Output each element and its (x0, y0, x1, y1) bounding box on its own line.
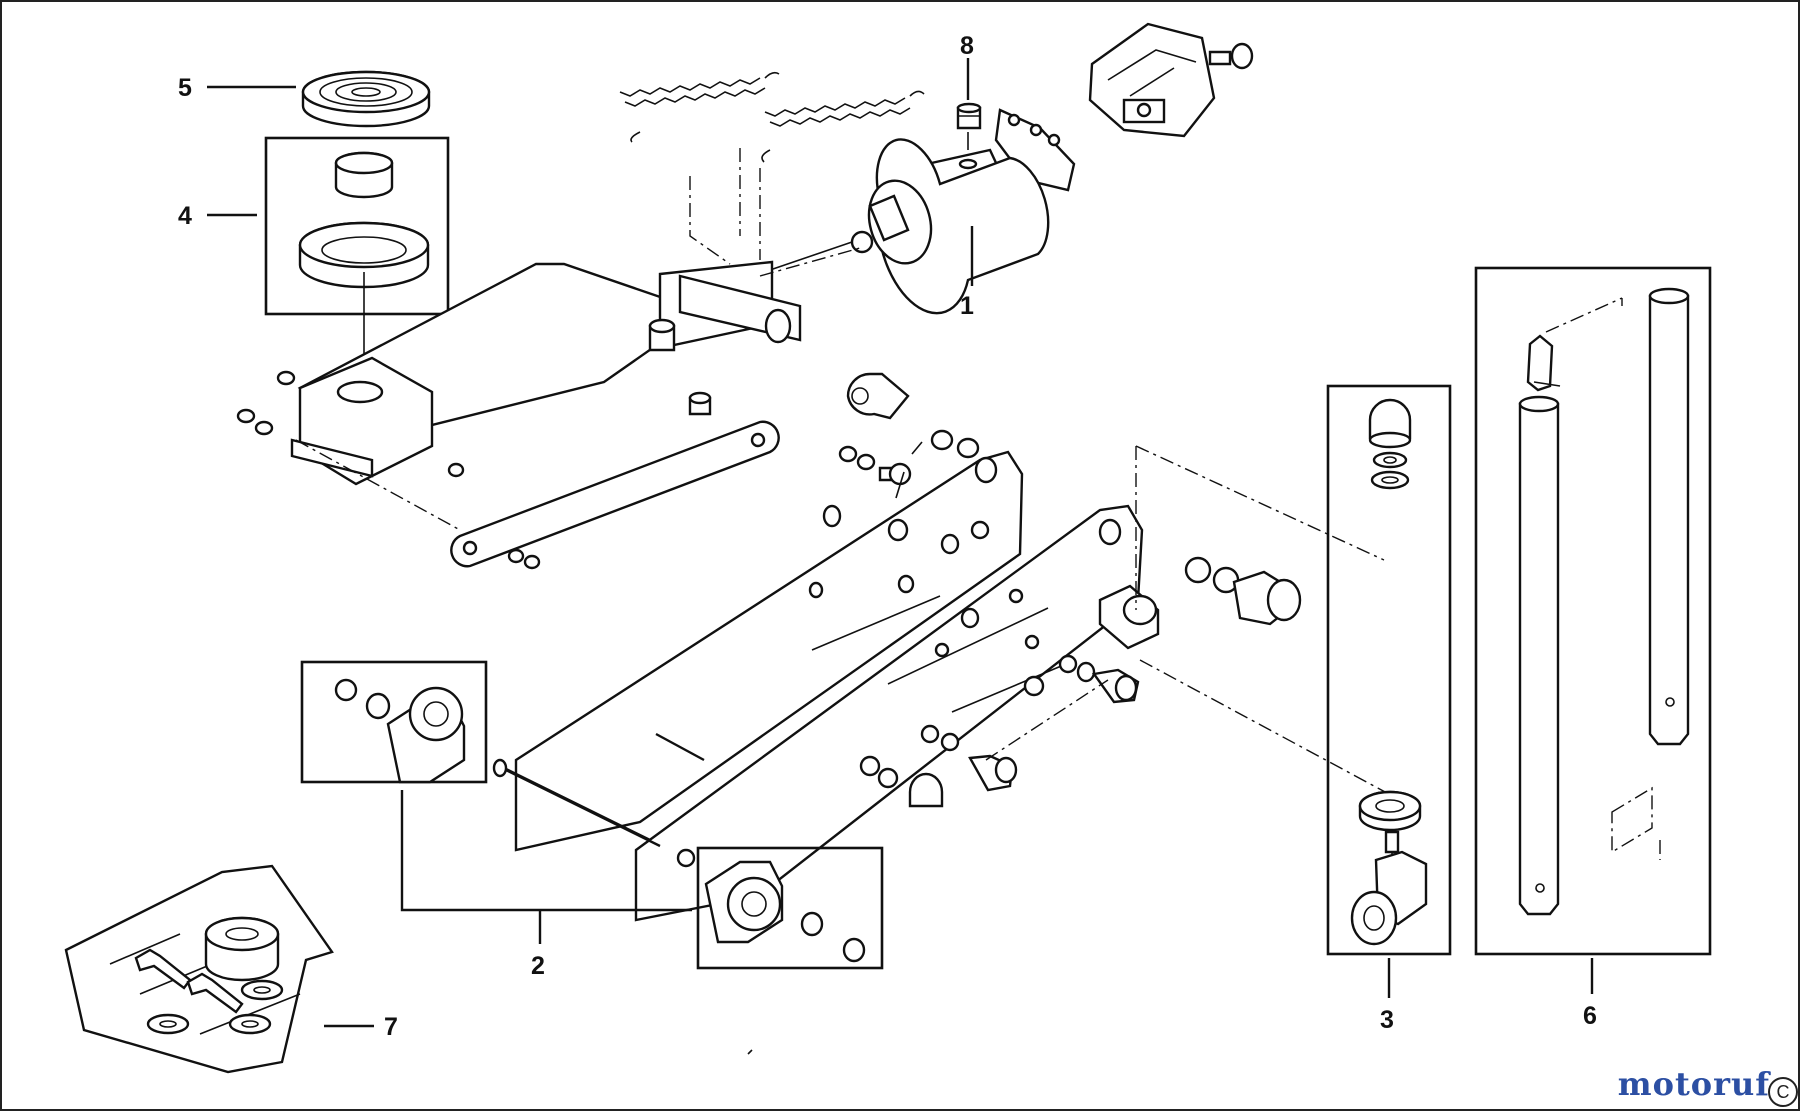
saddle-kit-part (207, 136, 450, 370)
callout-8: 8 (960, 32, 974, 60)
callout-2: 2 (531, 952, 545, 980)
caster-kit-part: 3 (1326, 384, 1452, 1034)
hydraulic-pump-part: 1 (769, 108, 1076, 320)
callout-6: 6 (1583, 1002, 1597, 1030)
return-springs (619, 71, 925, 265)
frame-fasteners (838, 372, 1401, 808)
seal-kit-part: 7 (64, 864, 398, 1074)
saddle-pad-part (207, 70, 431, 128)
watermark-text: motoruf (1617, 1065, 1770, 1103)
callout-7: 7 (384, 1013, 398, 1041)
bleed-screw-part (956, 58, 982, 150)
bushing-kit-part: 2 (300, 660, 884, 980)
jack-frame (492, 450, 1160, 922)
callout-1: 1 (960, 292, 974, 320)
handle-kit-part: 6 (1474, 266, 1712, 1030)
lift-arm-assembly (236, 247, 861, 570)
watermark-logo: motoruf (1618, 1065, 1770, 1103)
callout-3: 3 (1380, 1006, 1394, 1034)
callout-5: 5 (178, 74, 192, 102)
callout-4: 4 (178, 202, 192, 230)
pedal-bracket-part (1088, 22, 1254, 138)
copyright-icon: C (1768, 1077, 1798, 1107)
